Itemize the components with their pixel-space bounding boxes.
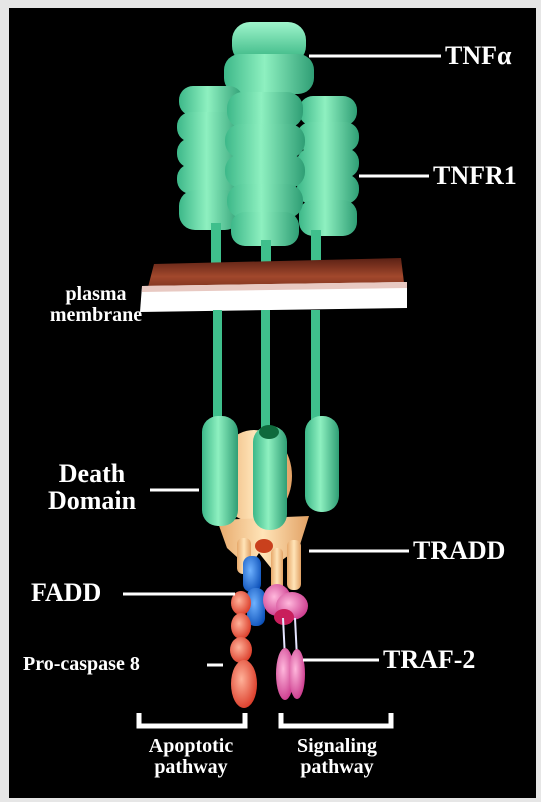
- tnf-alpha-molecule: [224, 22, 314, 94]
- apoptotic-line1: Apoptotic: [121, 736, 261, 757]
- signaling-line2: pathway: [267, 757, 407, 778]
- tnf-alpha-label: TNFα: [445, 42, 512, 69]
- death-domain-line2: Domain: [37, 487, 147, 514]
- signaling-bracket: [281, 713, 391, 726]
- signaling-line1: Signaling: [267, 736, 407, 757]
- tnf-signaling-diagram: [9, 8, 536, 798]
- plasma-membrane-line1: plasma: [41, 284, 151, 305]
- traf2-label: TRAF-2: [383, 646, 475, 673]
- death-domain-label: Death Domain: [37, 460, 147, 515]
- diagram-panel: TNFα TNFR1 plasma membrane Death Domain …: [9, 8, 536, 798]
- traf2-molecule: [263, 584, 308, 700]
- tnfr1-label: TNFR1: [433, 162, 517, 189]
- receptor-stalks: [213, 310, 320, 428]
- tradd-label: TRADD: [413, 537, 505, 564]
- apoptotic-pathway-label: Apoptotic pathway: [121, 736, 261, 778]
- plasma-membrane: [140, 258, 407, 312]
- apoptotic-bracket: [139, 713, 245, 726]
- tnfr1-receptor: [177, 86, 359, 270]
- death-domains: [202, 416, 339, 530]
- death-domain-line1: Death: [37, 460, 147, 487]
- plasma-membrane-label: plasma membrane: [41, 284, 151, 326]
- fadd-label: FADD: [31, 579, 101, 606]
- signaling-pathway-label: Signaling pathway: [267, 736, 407, 778]
- apoptotic-line2: pathway: [121, 757, 261, 778]
- pathway-brackets: [139, 713, 391, 726]
- plasma-membrane-line2: membrane: [41, 305, 151, 326]
- pro-caspase-8-label: Pro-caspase 8: [23, 654, 140, 675]
